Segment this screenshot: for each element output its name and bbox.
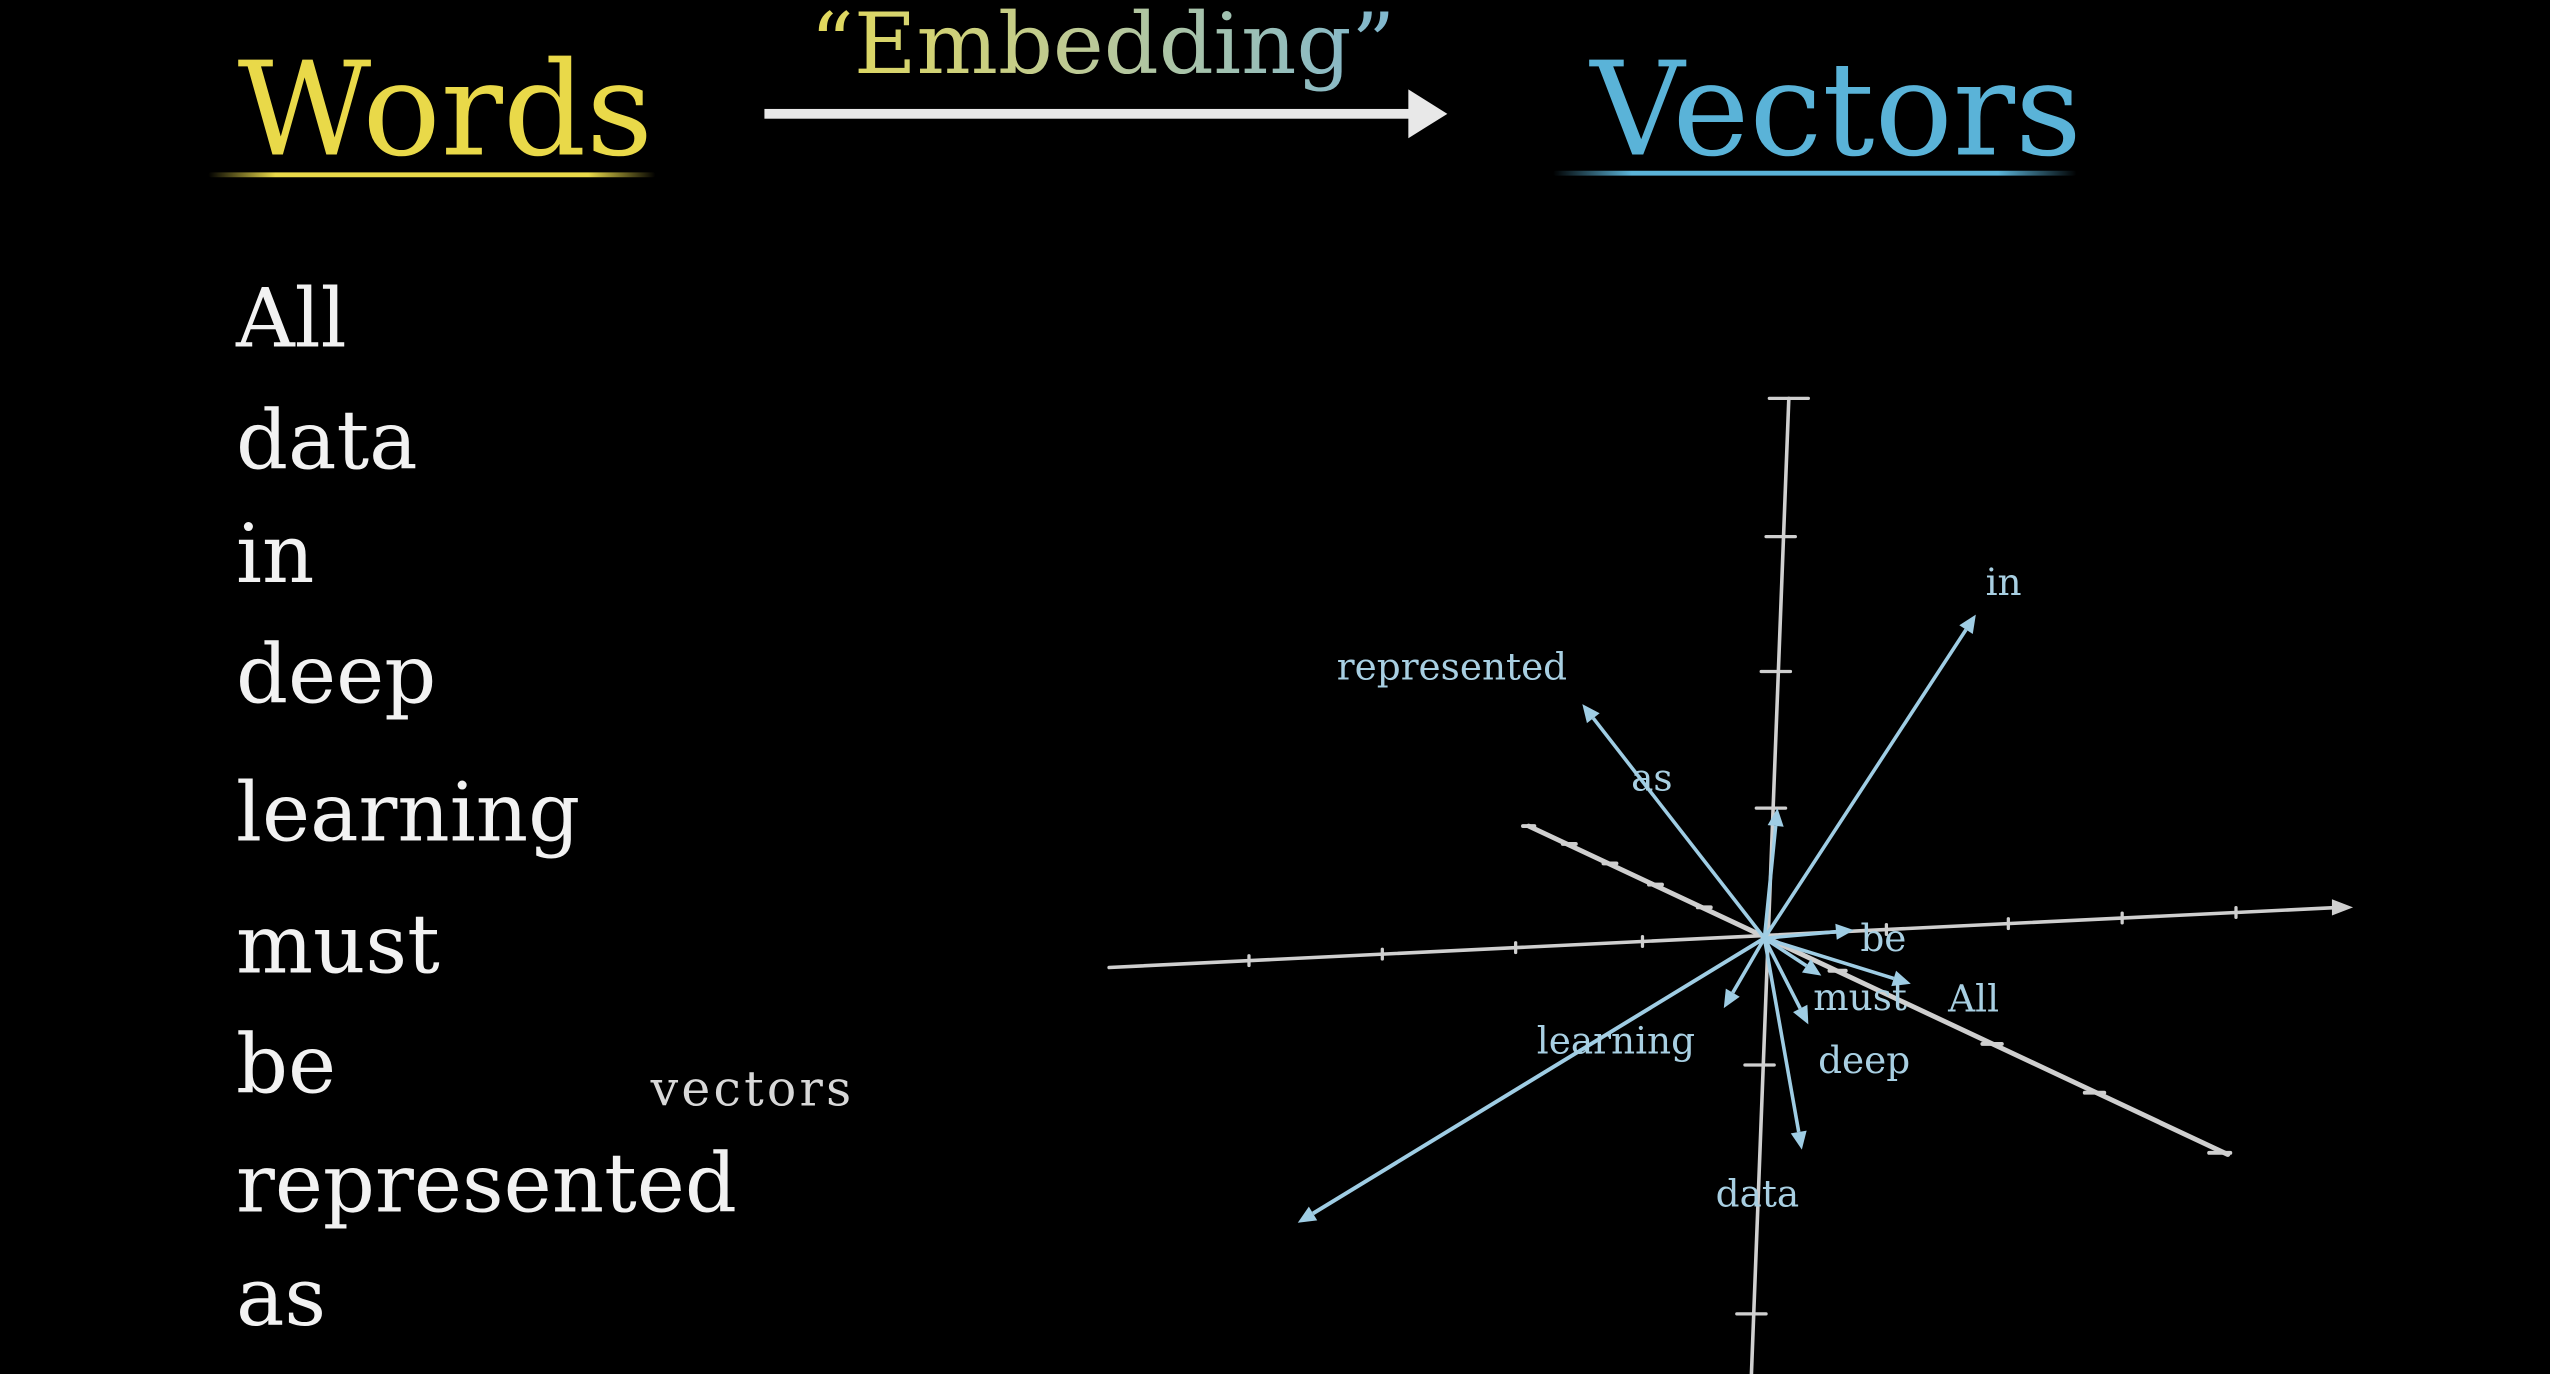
vector-label-must: must — [1813, 975, 1907, 1019]
word-must: must — [236, 898, 440, 992]
word-data: data — [236, 394, 418, 488]
vector-arrow-in — [1762, 614, 1976, 940]
vector-label-all: All — [1947, 976, 1999, 1020]
vector-arrow-all — [1763, 936, 1911, 987]
horizontal-axis — [1107, 905, 2344, 970]
vector-label-in: in — [1986, 560, 2022, 604]
words-underline — [208, 172, 656, 178]
embedding-label: “Embedding” — [810, 0, 1395, 93]
word-as: as — [236, 1251, 326, 1345]
axes-3d — [1107, 396, 2354, 1374]
vector-arrow-learning — [1723, 937, 1766, 1009]
word-in: in — [236, 508, 314, 602]
word-be: be — [236, 1019, 336, 1113]
word-learning: learning — [236, 767, 580, 861]
vector-label-represented: represented — [1337, 645, 1567, 689]
vector-label-be: be — [1860, 916, 1906, 960]
vector-label-learning: learning — [1537, 1019, 1695, 1063]
depth-axis — [1526, 823, 2231, 1157]
vector-arrow-as — [1762, 808, 1784, 939]
vectors-title: Vectors — [1588, 33, 2081, 185]
vector-arrow-vectors — [1297, 936, 1766, 1223]
vector-arrow-be — [1764, 923, 1854, 941]
flying-word-vectors: vectors — [650, 1061, 855, 1118]
words-title: Words — [238, 33, 653, 185]
word-all: All — [235, 272, 347, 366]
vector-arrow-represented — [1582, 704, 1766, 940]
vector-arrow-deep — [1762, 937, 1809, 1025]
vectors-underline — [1553, 170, 2077, 176]
vector-arrow-data — [1762, 937, 1807, 1150]
vector-label-deep: deep — [1818, 1038, 1910, 1082]
vector-arrow-must — [1763, 936, 1822, 976]
word-represented: represented — [236, 1137, 737, 1231]
word-list: All data in deep learning must be represented as — [235, 272, 737, 1345]
embedding-arrow — [764, 89, 1448, 139]
horizontal-axis-arrowhead — [2331, 899, 2354, 916]
vector-label-data: data — [1716, 1172, 1800, 1216]
vector-label-as: as — [1631, 755, 1672, 799]
word-deep: deep — [236, 628, 436, 722]
